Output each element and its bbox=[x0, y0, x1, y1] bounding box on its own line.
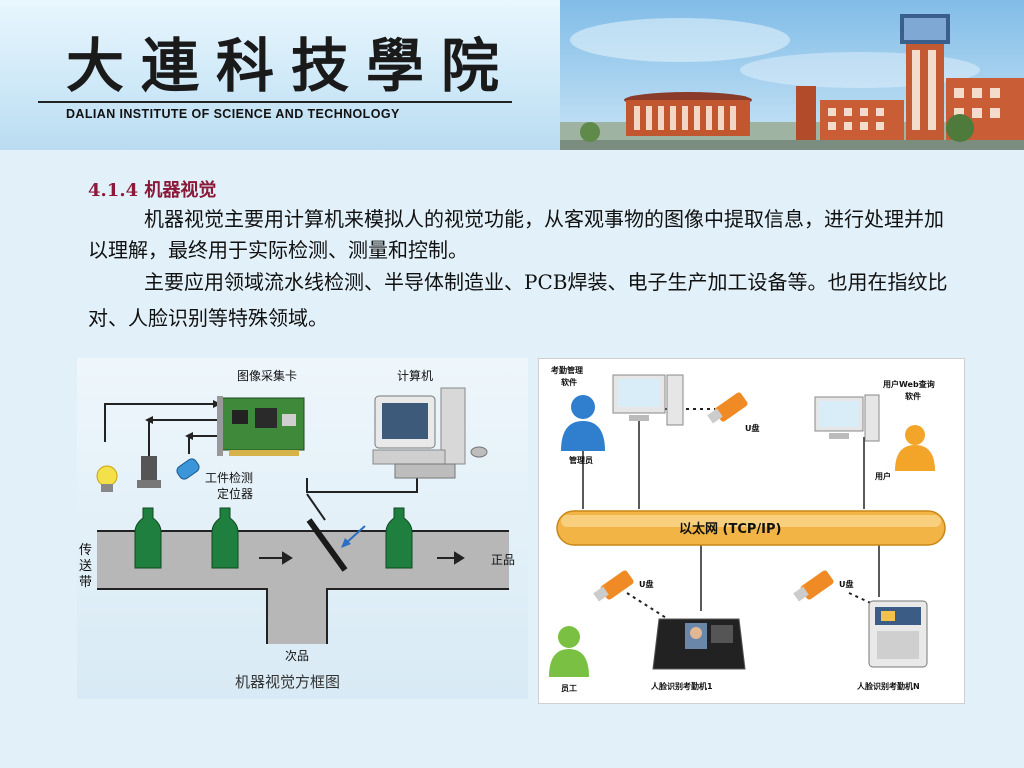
section-content: 4.1.4 机器视觉 机器视觉主要用计算机来模拟人的视觉功能，从客观事物的图像中… bbox=[88, 178, 948, 336]
mgmt-software-label-line1: 考勤管理 bbox=[551, 365, 583, 375]
user-label: 用户 bbox=[874, 471, 891, 481]
usb-drive-icon bbox=[593, 570, 634, 602]
paragraph-definition: 机器视觉主要用计算机来模拟人的视觉功能，从客观事物的图像中提取信息，进行处理并加… bbox=[88, 207, 944, 262]
belt-label-2: 送 bbox=[79, 559, 92, 574]
terminal-1-label: 人脸识别考勤机1 bbox=[651, 681, 713, 691]
ethernet-label: 以太网 (TCP/IP) bbox=[679, 521, 781, 537]
machine-vision-diagram-graphic: 图像采集卡 计算机 工件检测 定位器 传 送 带 正品 次品 机器视觉方框 bbox=[79, 368, 515, 691]
camera-icon bbox=[137, 456, 161, 488]
logo-divider bbox=[38, 101, 512, 103]
mgmt-software-label-line2: 软件 bbox=[561, 377, 577, 387]
blue-arrow-icon bbox=[344, 525, 366, 545]
section-title: 4.1.4 机器视觉 bbox=[88, 180, 217, 201]
header-banner: 大連科技學院 DALIAN INSTITUTE OF SCIENCE AND T… bbox=[0, 0, 1024, 150]
defect-label: 次品 bbox=[285, 649, 309, 663]
sensor-label-line1: 工件检测 bbox=[205, 470, 253, 485]
admin-pc-icon bbox=[612, 374, 684, 426]
conveyor-belt bbox=[97, 531, 509, 589]
face-terminal-icon bbox=[652, 618, 746, 670]
flow-arrow-icon bbox=[259, 551, 465, 565]
face-terminal-icon bbox=[868, 600, 928, 668]
web-pc-icon bbox=[814, 394, 880, 442]
belt-label-3: 带 bbox=[79, 575, 92, 590]
web-software-label-line2: 软件 bbox=[905, 391, 921, 401]
paragraph-applications: 主要应用领域流水线检测、半导体制造业、PCB焊装、电子生产加工设备等。也用在指纹… bbox=[88, 270, 948, 330]
attendance-network-graphic: 以太网 (TCP/IP) 考勤管理 软件 管理员 U盘 用户Web查询 软件 bbox=[549, 365, 946, 693]
web-software-label-line1: 用户Web查询 bbox=[882, 379, 935, 389]
usb-drive-icon bbox=[793, 570, 834, 602]
sensor-icon bbox=[176, 458, 200, 480]
campus-illustration bbox=[560, 0, 1024, 150]
reject-chute bbox=[267, 588, 327, 644]
usb-label-2: U盘 bbox=[639, 579, 654, 589]
attendance-network-diagram: 以太网 (TCP/IP) 考勤管理 软件 管理员 U盘 用户Web查询 软件 bbox=[538, 358, 965, 704]
usb-label-3: U盘 bbox=[839, 579, 854, 589]
capture-card-label: 图像采集卡 bbox=[237, 368, 297, 383]
staff-person-icon bbox=[549, 626, 589, 677]
admin-person-icon bbox=[561, 395, 605, 451]
logo-english: DALIAN INSTITUTE OF SCIENCE AND TECHNOLO… bbox=[66, 107, 400, 121]
ethernet-bus bbox=[556, 510, 946, 546]
admin-label: 管理员 bbox=[569, 455, 593, 465]
usb-drive-icon bbox=[707, 392, 748, 424]
diagram-caption: 机器视觉方框图 bbox=[235, 673, 340, 691]
belt-label-1: 传 bbox=[79, 543, 92, 558]
usb-label-1: U盘 bbox=[745, 423, 760, 433]
staff-label: 员工 bbox=[561, 684, 577, 693]
bottle-icon bbox=[134, 507, 413, 569]
good-product-label: 正品 bbox=[491, 553, 515, 567]
terminal-n-label: 人脸识别考勤机N bbox=[857, 681, 920, 691]
diverter-gate bbox=[306, 518, 348, 572]
logo-chinese: 大連科技學院 bbox=[66, 32, 517, 100]
capture-card-icon bbox=[217, 396, 305, 456]
computer-label: 计算机 bbox=[397, 368, 433, 383]
user-person-icon bbox=[895, 425, 935, 471]
light-bulb-icon bbox=[96, 465, 118, 492]
sensor-label-line2: 定位器 bbox=[217, 486, 253, 501]
computer-icon bbox=[372, 387, 488, 479]
machine-vision-diagram: 图像采集卡 计算机 工件检测 定位器 传 送 带 正品 次品 机器视觉方框 bbox=[77, 358, 528, 699]
